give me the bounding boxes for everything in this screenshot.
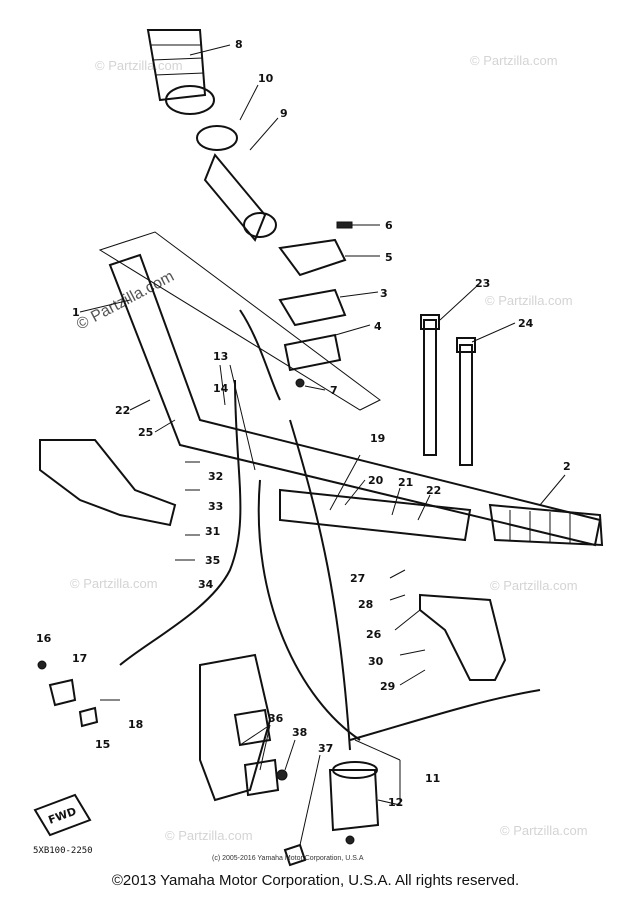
screws <box>276 769 307 867</box>
part-label: 29 <box>380 680 395 693</box>
part-label: 7 <box>330 384 338 397</box>
part-label: 20 <box>368 474 384 487</box>
part-label: 33 <box>208 500 223 513</box>
part-label: 11 <box>425 772 440 785</box>
part-label: 31 <box>205 525 220 538</box>
fwd-label: FWD <box>47 805 78 827</box>
part-label: 38 <box>292 726 307 739</box>
part-label: 9 <box>280 107 288 120</box>
lever-guard-right <box>419 593 507 681</box>
part-label: 27 <box>350 572 365 585</box>
watermark: © Partzilla.com <box>490 578 578 593</box>
part-label: 32 <box>208 470 223 483</box>
clamp-parts <box>278 221 380 388</box>
part-label: 16 <box>36 632 52 645</box>
cable-ties <box>420 314 476 466</box>
part-label: 34 <box>198 578 214 591</box>
part-label: 2 <box>563 460 571 473</box>
part-labels: 8 10 9 6 5 3 4 7 23 24 1 13 14 22 25 19 … <box>36 38 571 809</box>
part-label: 14 <box>213 382 229 395</box>
part-label: 22 <box>426 484 441 497</box>
cables <box>119 309 541 751</box>
fwd-tag: FWD <box>33 793 92 837</box>
part-label: 17 <box>72 652 87 665</box>
leader-lines <box>79 44 566 846</box>
part-label: 36 <box>268 712 284 725</box>
part-label: 4 <box>374 320 382 333</box>
watermark: © Partzilla.com <box>500 823 588 838</box>
part-label: 37 <box>318 742 333 755</box>
part-label: 8 <box>235 38 243 51</box>
part-label: 1 <box>72 306 80 319</box>
handlebar <box>98 231 604 547</box>
part-label: 25 <box>138 426 153 439</box>
lever-guard-left <box>39 439 177 527</box>
throttle-housing <box>199 653 380 845</box>
watermark: © Partzilla.com <box>165 828 253 843</box>
small-parts-left <box>37 660 120 728</box>
part-label: 22 <box>115 404 130 417</box>
part-label: 10 <box>258 72 274 85</box>
part-label: 23 <box>475 277 490 290</box>
diagram-reference: 5XB100-2250 <box>33 846 93 856</box>
grip-part <box>146 29 277 242</box>
part-label: 21 <box>398 476 413 489</box>
part-label: 5 <box>385 251 393 264</box>
watermark: © Partzilla.com <box>485 293 573 308</box>
part-label: 12 <box>388 796 403 809</box>
part-label: 30 <box>368 655 384 668</box>
watermark: © Partzilla.com <box>470 53 558 68</box>
part-label: 28 <box>358 598 373 611</box>
part-label: 3 <box>380 287 388 300</box>
diagram-footer: (c) 2005-2016 Yamaha Motor Corporation, … <box>212 855 364 862</box>
part-label: 26 <box>366 628 382 641</box>
watermark: © Partzilla.com <box>95 58 183 73</box>
part-label: 18 <box>128 718 143 731</box>
part-label: 24 <box>518 317 534 330</box>
part-label: 6 <box>385 219 393 232</box>
copyright-notice: ©2013 Yamaha Motor Corporation, U.S.A. A… <box>111 872 520 889</box>
part-label: 15 <box>95 738 110 751</box>
part-label: 13 <box>213 350 228 363</box>
part-label: 19 <box>370 432 385 445</box>
part-label: 35 <box>205 554 220 567</box>
watermark: © Partzilla.com <box>70 576 158 591</box>
